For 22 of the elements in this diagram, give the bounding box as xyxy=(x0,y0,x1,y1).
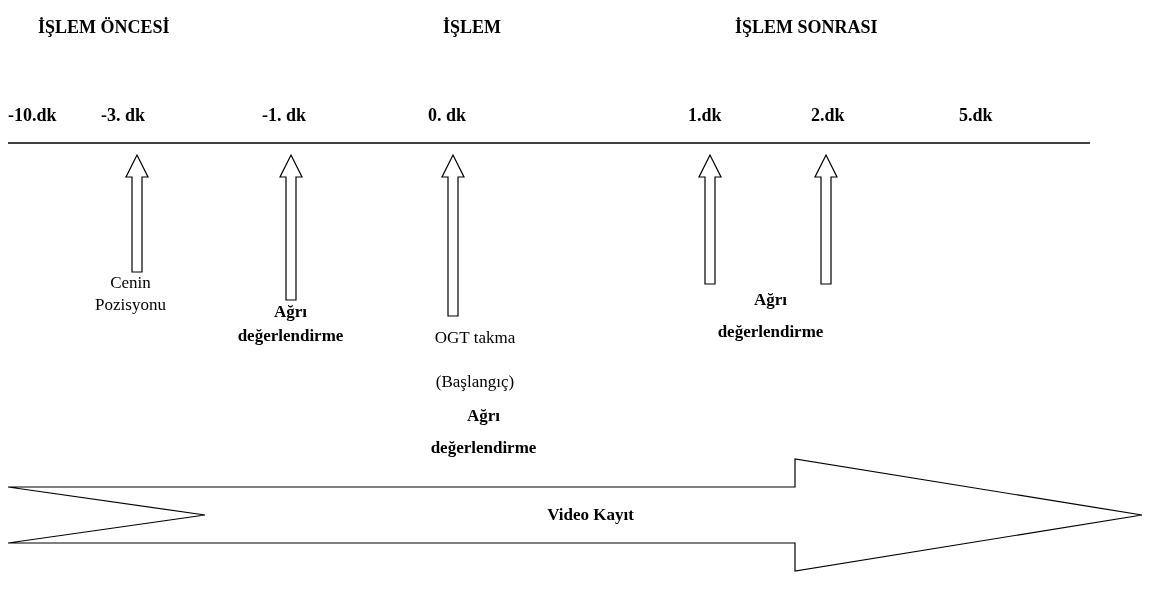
step-text: Ağrı değerlendirme xyxy=(429,405,538,459)
step-text: OGT takma (Başlangıç) xyxy=(433,327,517,393)
step-text: Cenin Pozisyonu xyxy=(94,272,167,316)
hollow-arrow xyxy=(441,153,465,317)
time-label: -1. dk xyxy=(262,104,306,127)
hollow-arrow xyxy=(814,153,838,285)
hollow-arrow xyxy=(125,153,149,273)
arrow-label: Video Kayıt xyxy=(547,504,634,527)
time-label: 5.dk xyxy=(959,104,993,127)
time-label: 1.dk xyxy=(688,104,722,127)
time-label: 0. dk xyxy=(428,104,467,127)
step-text: Ağrı değerlendirme xyxy=(716,289,825,343)
step-text: Ağrı değerlendirme xyxy=(236,301,345,347)
time-label: 2.dk xyxy=(811,104,845,127)
block-arrow xyxy=(8,458,1143,572)
hollow-arrow xyxy=(279,153,303,301)
phase-heading: İŞLEM ÖNCESİ xyxy=(38,16,170,39)
hollow-arrow xyxy=(698,153,722,285)
time-label: -10.dk xyxy=(8,104,57,127)
phase-heading: İŞLEM SONRASI xyxy=(735,16,878,39)
time-label: -3. dk xyxy=(101,104,145,127)
phase-heading: İŞLEM xyxy=(443,16,502,39)
